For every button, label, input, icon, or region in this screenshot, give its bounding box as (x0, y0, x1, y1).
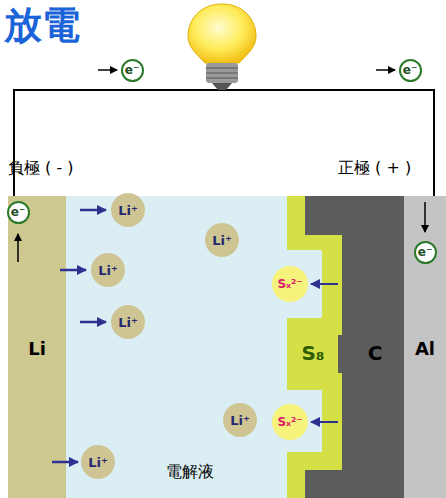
electron-arrow (376, 69, 395, 71)
node-text: Sₓ²⁻ (277, 416, 302, 428)
sulfur-label-box: S₈ (289, 336, 337, 370)
electron: e⁻ (399, 59, 422, 82)
lithium-ion: Li⁺ (91, 253, 125, 287)
node-text: e⁻ (125, 64, 139, 76)
sulfur-layer (287, 196, 404, 498)
lithium-anode (8, 196, 66, 498)
polysulfide-ion: Sₓ²⁻ (272, 404, 308, 440)
node-text: Sₓ²⁻ (277, 278, 302, 290)
light-bulb (188, 4, 256, 90)
node-text: Li⁺ (118, 316, 138, 329)
node-text: e⁻ (403, 64, 417, 76)
node-text: Li⁺ (118, 204, 138, 217)
node-text: Li⁺ (212, 234, 232, 247)
electrolyte: 電解液 Li⁺ Li⁺ Li⁺ Li⁺ Li⁺ Li⁺ Sₓ²⁻ Sₓ²⁻ (66, 196, 340, 498)
electron-arrow (17, 234, 19, 262)
electrolyte-region (66, 196, 404, 498)
electron-arrow (98, 69, 117, 71)
node-text: C (368, 343, 383, 363)
electron: e⁻ (414, 241, 437, 264)
wire (14, 90, 434, 196)
lithium-ion: Li⁺ (111, 193, 145, 227)
electrode-label: 正極 ( + ) (338, 158, 411, 179)
lithium-ion: Li⁺ (111, 305, 145, 339)
electron: e⁻ (7, 201, 30, 224)
collector-band: Al e⁻ (404, 196, 446, 498)
electron: e⁻ (121, 59, 144, 82)
node-text: S₈ (301, 343, 324, 363)
polysulfide-ion: Sₓ²⁻ (272, 266, 308, 302)
aluminium-collector (404, 196, 446, 498)
lithium-ion: Li⁺ (223, 403, 257, 437)
title: 放電 (4, 0, 80, 51)
node-text: Li⁺ (98, 264, 118, 277)
node-text: Li⁺ (88, 456, 108, 469)
lithium-ion: Li⁺ (205, 223, 239, 257)
electrode-label: 負極 ( - ) (8, 158, 74, 179)
node-text: Al (415, 340, 435, 358)
ion-arrows (52, 210, 106, 462)
node-text: 電解液 (166, 464, 214, 480)
anode-band: Li e⁻ (8, 196, 66, 498)
electron-arrow (424, 202, 426, 232)
node-text: e⁻ (418, 246, 432, 258)
carbon-label-box: C (352, 336, 398, 370)
node-text: Li (28, 340, 46, 358)
node-text: Li⁺ (230, 414, 250, 427)
lithium-ion: Li⁺ (81, 445, 115, 479)
node-text: e⁻ (11, 206, 25, 218)
